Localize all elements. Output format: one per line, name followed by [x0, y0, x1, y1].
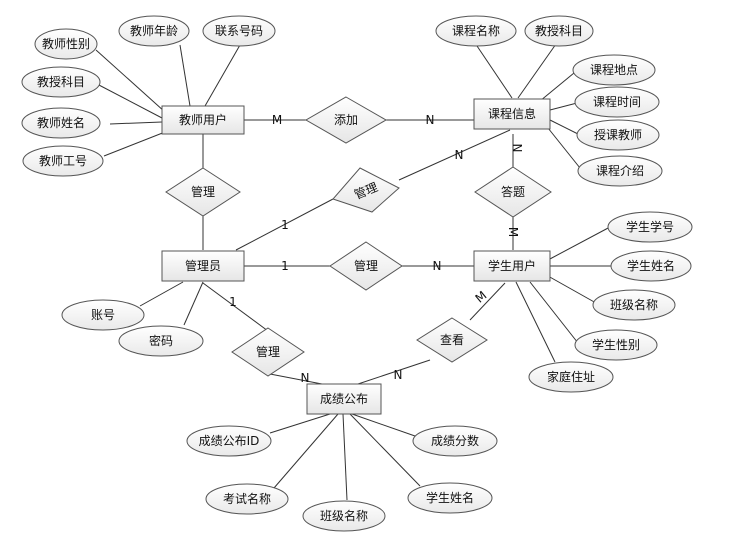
attr-grades-class: 班级名称	[302, 500, 386, 532]
attr-teacher-name: 教师姓名	[21, 107, 101, 139]
svg-text:班级名称: 班级名称	[610, 297, 658, 312]
svg-text:学生用户: 学生用户	[488, 258, 536, 273]
svg-text:学生姓名: 学生姓名	[627, 258, 675, 273]
relationship-diamonds: 添加 管理 管理 答题 管理 管理 查看	[165, 96, 552, 377]
svg-text:管理: 管理	[191, 184, 215, 199]
svg-text:课程时间: 课程时间	[593, 94, 641, 109]
attr-teacher-phone: 联系号码	[202, 15, 276, 47]
attr-course-subject: 教授科目	[524, 15, 594, 47]
svg-text:授课教师: 授课教师	[594, 127, 642, 142]
card-grades-admin: N	[301, 371, 310, 385]
svg-text:成绩公布: 成绩公布	[320, 392, 368, 406]
attr-course-teacher: 授课教师	[576, 119, 660, 151]
rel-manage-grades: 管理	[231, 327, 305, 377]
cardinality-labels: M N 1 N N M 1 N 1 N N M	[229, 113, 524, 385]
svg-text:家庭住址: 家庭住址	[547, 369, 595, 384]
svg-text:教师年龄: 教师年龄	[130, 23, 178, 38]
attr-admin-account: 账号	[61, 299, 145, 331]
svg-text:答题: 答题	[501, 184, 525, 199]
svg-text:成绩分数: 成绩分数	[431, 433, 479, 448]
rel-add: 添加	[304, 96, 388, 144]
attribute-ellipses: 教师性别 教师年龄 联系号码 教授科目 教师姓名 教师工号 课程名称 教授科	[21, 15, 693, 532]
svg-text:教师用户: 教师用户	[179, 112, 227, 127]
card-course-admin: N	[455, 148, 464, 162]
svg-text:教授科目: 教授科目	[37, 74, 85, 89]
svg-text:成绩公布ID: 成绩公布ID	[199, 434, 260, 448]
attr-student-gender: 学生性别	[574, 329, 658, 361]
card-admin-student: 1	[281, 259, 289, 273]
attr-course-location: 课程地点	[572, 54, 656, 86]
attr-course-time: 课程时间	[574, 86, 660, 118]
rel-manage-student: 管理	[329, 241, 403, 291]
svg-text:管理: 管理	[354, 258, 378, 273]
connector-lines	[95, 42, 612, 501]
attr-admin-password: 密码	[118, 325, 204, 357]
attr-teacher-gender: 教师性别	[34, 28, 98, 60]
card-admin-grades: 1	[229, 295, 237, 309]
svg-text:课程地点: 课程地点	[590, 62, 638, 77]
svg-text:课程介绍: 课程介绍	[596, 163, 644, 178]
entity-rectangles: 教师用户 课程信息 管理员 学生用户 成绩公布	[161, 98, 551, 415]
rel-view: 查看	[416, 317, 488, 363]
attr-teacher-subject: 教授科目	[21, 66, 101, 98]
attr-grades-student: 学生姓名	[407, 482, 493, 514]
attr-grades-score: 成绩分数	[412, 425, 498, 457]
svg-text:课程信息: 课程信息	[488, 106, 536, 121]
attr-student-class: 班级名称	[592, 289, 676, 321]
svg-text:联系号码: 联系号码	[215, 24, 263, 38]
svg-text:课程名称: 课程名称	[452, 23, 500, 38]
rel-manage-course: 管理	[332, 167, 400, 213]
entity-teacher: 教师用户	[161, 105, 245, 135]
attr-course-intro: 课程介绍	[577, 155, 663, 187]
entity-admin: 管理员	[161, 250, 245, 282]
entity-student: 学生用户	[473, 250, 551, 282]
card-admin-course: 1	[281, 218, 289, 232]
card-course-answer: N	[510, 144, 524, 153]
card-grades-student: N	[394, 368, 403, 382]
svg-text:查看: 查看	[440, 333, 464, 347]
attr-student-id: 学生学号	[607, 211, 693, 243]
svg-text:教师姓名: 教师姓名	[37, 115, 85, 130]
entity-grades: 成绩公布	[306, 383, 382, 415]
attr-teacher-age: 教师年龄	[118, 15, 190, 47]
attr-student-name: 学生姓名	[610, 250, 692, 282]
svg-text:学生学号: 学生学号	[626, 219, 674, 234]
attr-teacher-id: 教师工号	[22, 145, 104, 177]
card-teacher-add: M	[272, 113, 282, 127]
card-student-admin: N	[433, 259, 442, 273]
svg-text:教师性别: 教师性别	[42, 36, 90, 51]
attr-course-name: 课程名称	[435, 15, 517, 47]
svg-text:管理员: 管理员	[185, 258, 221, 273]
svg-text:考试名称: 考试名称	[223, 491, 271, 506]
svg-text:管理: 管理	[256, 344, 280, 359]
rel-answer: 答题	[474, 166, 552, 218]
attr-grades-exam: 考试名称	[205, 483, 289, 515]
svg-text:教授科目: 教授科目	[535, 23, 583, 38]
svg-text:班级名称: 班级名称	[320, 508, 368, 523]
attr-grades-id: 成绩公布ID	[186, 425, 272, 457]
entity-course: 课程信息	[473, 98, 551, 130]
attr-student-address: 家庭住址	[528, 361, 614, 393]
svg-text:学生性别: 学生性别	[592, 337, 640, 352]
rel-manage-teacher: 管理	[165, 167, 241, 217]
svg-text:教师工号: 教师工号	[39, 153, 87, 168]
svg-text:添加: 添加	[334, 113, 358, 127]
svg-text:学生姓名: 学生姓名	[426, 490, 474, 505]
card-student-grades: M	[473, 288, 490, 305]
svg-text:密码: 密码	[149, 333, 173, 348]
card-answer-student: M	[506, 227, 520, 237]
svg-text:账号: 账号	[91, 308, 115, 322]
card-add-course: N	[426, 113, 435, 127]
